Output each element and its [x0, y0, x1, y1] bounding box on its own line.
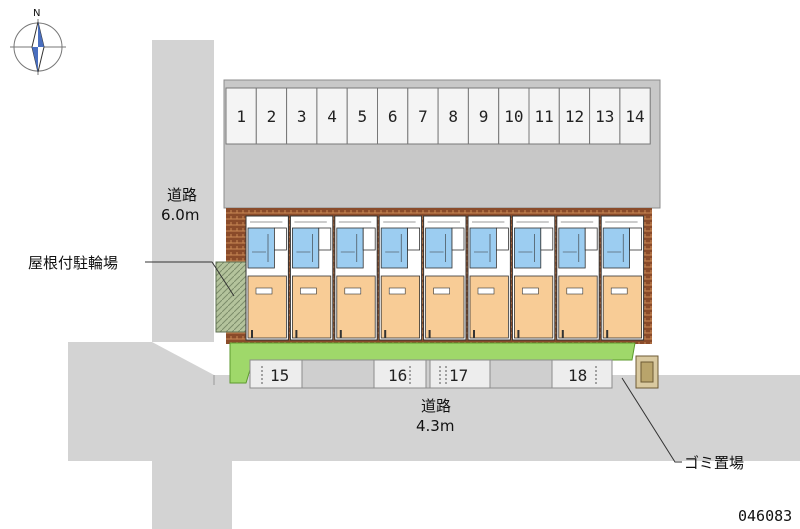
parking-stall-4	[316, 87, 348, 145]
parking-stall-5	[346, 87, 379, 145]
bicycle-shed	[215, 261, 247, 333]
parking-stall-label: 14	[625, 107, 644, 126]
apartment-unit	[511, 215, 556, 341]
south-road-name: 道路	[421, 397, 451, 415]
road-junction	[68, 342, 214, 375]
parking-stall-9	[467, 87, 500, 145]
bicycle-shed-label: 屋根付駐輪場	[28, 254, 118, 272]
parking-stall-label: 3	[297, 107, 307, 126]
parking-stall-10	[498, 87, 530, 145]
compass-icon: N	[10, 8, 66, 75]
parking-stall-15: 15	[270, 366, 289, 385]
apartment-unit	[289, 215, 334, 341]
apartment-unit	[556, 215, 600, 341]
parking-stall-label: 11	[535, 107, 554, 126]
parking-stall-label: 10	[504, 107, 523, 126]
parking-stall-11	[528, 87, 560, 145]
apartment-unit	[467, 215, 511, 341]
parking-stall-label: 13	[595, 107, 614, 126]
north-label: N	[33, 8, 40, 19]
apartment-building	[245, 215, 645, 341]
parking-stall-label: 2	[267, 107, 277, 126]
parking-stall-17: 17	[449, 366, 468, 385]
garbage-area-label: ゴミ置場	[684, 454, 744, 472]
parking-stall-6	[377, 87, 409, 145]
parking-stall-18: 18	[568, 366, 587, 385]
parking-stall-label: 7	[418, 107, 428, 126]
south-parking-row: 15 16 17 18	[249, 359, 613, 389]
parking-stall-label: 6	[388, 107, 398, 126]
parking-stall-label: 1	[236, 107, 246, 126]
parking-stall-label: 4	[327, 107, 337, 126]
apartment-unit	[245, 215, 289, 341]
parking-stall-14	[619, 87, 651, 145]
parking-stall-label: 5	[358, 107, 368, 126]
apartment-unit	[334, 215, 378, 341]
parking-stall-label: 9	[479, 107, 489, 126]
parking-stall-16: 16	[388, 366, 407, 385]
parking-stall-13	[589, 87, 621, 145]
parking-stall-label: 8	[448, 107, 458, 126]
parking-stall-label: 12	[565, 107, 584, 126]
west-road-lower	[152, 461, 232, 529]
parking-stall-3	[286, 87, 318, 145]
west-road-width: 6.0m	[161, 206, 199, 224]
property-code: 046083	[738, 507, 792, 525]
apartment-unit	[600, 215, 645, 341]
parking-stall-12	[558, 87, 591, 145]
south-road-width: 4.3m	[416, 417, 454, 435]
south-road	[68, 375, 800, 461]
parking-stall-8	[437, 87, 469, 145]
apartment-unit	[378, 215, 423, 341]
parking-stall-7	[407, 87, 439, 145]
apartment-unit	[423, 215, 467, 341]
west-road-name: 道路	[167, 186, 197, 204]
